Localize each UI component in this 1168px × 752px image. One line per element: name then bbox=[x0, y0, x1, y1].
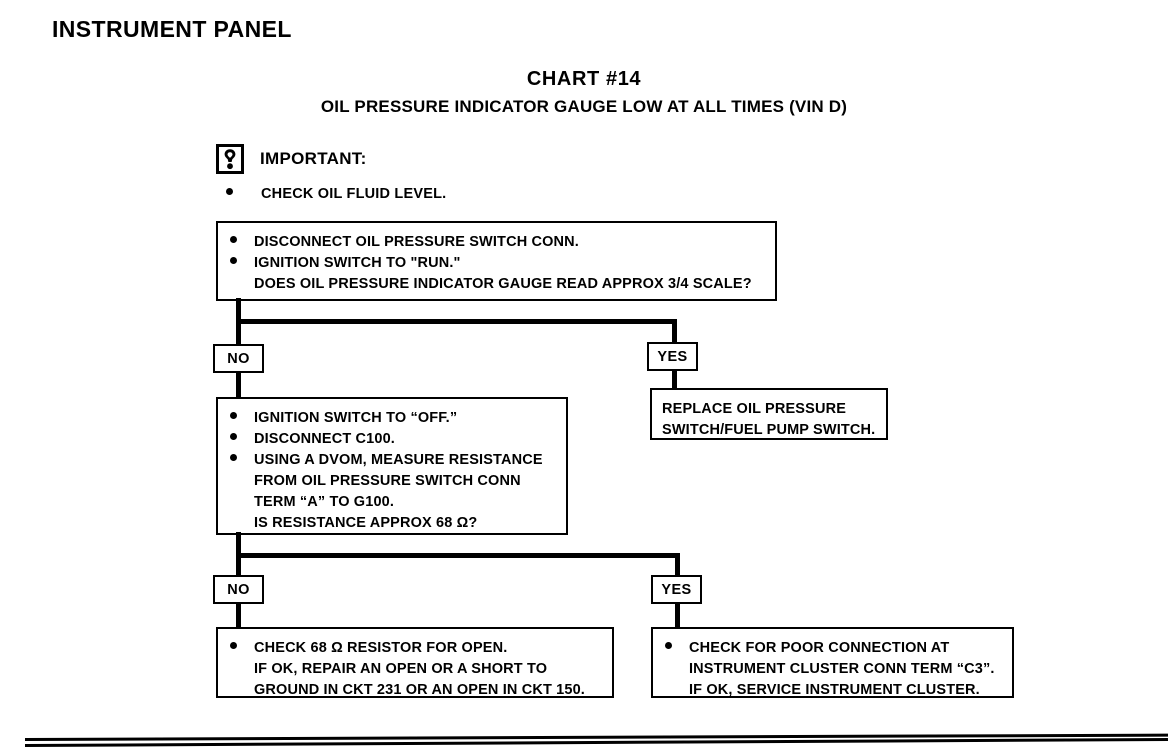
branch-2-no-pill: NO bbox=[213, 575, 264, 604]
bullet-spacer bbox=[230, 687, 237, 694]
result-cluster-connection-box: CHECK FOR POOR CONNECTION AT INSTRUMENT … bbox=[651, 627, 1014, 698]
branch-2-yes-label: YES bbox=[661, 581, 692, 598]
step-1-box: DISCONNECT OIL PRESSURE SWITCH CONN. IGN… bbox=[216, 221, 777, 301]
bullet-spacer bbox=[230, 499, 237, 506]
page-title: INSTRUMENT PANEL bbox=[52, 16, 292, 42]
result-resistor-check-box: CHECK 68 Ω RESISTOR FOR OPEN. IF OK, REP… bbox=[216, 627, 614, 698]
bullet-spacer bbox=[665, 687, 672, 694]
result-resistor-check-text: GROUND IN CKT 231 OR AN OPEN IN CKT 150. bbox=[254, 682, 585, 698]
result-replace-switch-line: REPLACE OIL PRESSURE bbox=[662, 399, 876, 420]
chart-title: CHART #14 bbox=[526, 68, 642, 90]
step-2-box: IGNITION SWITCH TO “OFF.” DISCONNECT C10… bbox=[216, 397, 568, 535]
connector-bus-1 bbox=[236, 319, 677, 324]
bullet-spacer bbox=[665, 666, 672, 673]
bullet-icon bbox=[230, 412, 237, 419]
bullet-icon bbox=[230, 257, 237, 264]
result-resistor-check-line: GROUND IN CKT 231 OR AN OPEN IN CKT 150. bbox=[230, 680, 602, 701]
important-item-text: CHECK OIL FLUID LEVEL. bbox=[261, 186, 447, 202]
result-resistor-check-line: IF OK, REPAIR AN OPEN OR A SHORT TO bbox=[230, 659, 602, 680]
step-2-line: IGNITION SWITCH TO “OFF.” bbox=[230, 408, 556, 429]
step-2-line: DISCONNECT C100. bbox=[230, 429, 556, 450]
result-replace-switch-text: REPLACE OIL PRESSURE bbox=[662, 401, 847, 417]
important-header-row: IMPORTANT: bbox=[216, 144, 446, 174]
connector-no1-top bbox=[236, 319, 241, 347]
bullet-spacer bbox=[230, 281, 237, 288]
step-1-line: IGNITION SWITCH TO "RUN." bbox=[230, 253, 765, 274]
result-replace-switch-text: SWITCH/FUEL PUMP SWITCH. bbox=[662, 422, 876, 438]
bullet-icon bbox=[230, 642, 237, 649]
result-cluster-connection-line: CHECK FOR POOR CONNECTION AT bbox=[665, 638, 1002, 659]
exclamation-in-box-icon bbox=[216, 144, 244, 174]
branch-2-yes-pill: YES bbox=[651, 575, 702, 604]
branch-1-yes-label: YES bbox=[657, 348, 688, 365]
bullet-icon bbox=[230, 433, 237, 440]
connector-no2-top bbox=[236, 553, 241, 581]
step-2-line: IS RESISTANCE APPROX 68 Ω? bbox=[230, 513, 556, 534]
bullet-icon bbox=[230, 454, 237, 461]
chart-subtitle: OIL PRESSURE INDICATOR GAUGE LOW AT ALL … bbox=[320, 97, 848, 116]
branch-1-no-pill: NO bbox=[213, 344, 264, 373]
connector-bus-2 bbox=[236, 553, 680, 558]
bullet-icon bbox=[665, 642, 672, 649]
result-resistor-check-text: IF OK, REPAIR AN OPEN OR A SHORT TO bbox=[254, 661, 548, 677]
step-2-line: USING A DVOM, MEASURE RESISTANCE bbox=[230, 450, 556, 471]
connector-no2-bottom bbox=[236, 602, 241, 629]
step-2-line: FROM OIL PRESSURE SWITCH CONN bbox=[230, 471, 556, 492]
result-cluster-connection-line: INSTRUMENT CLUSTER CONN TERM “C3”. bbox=[665, 659, 1002, 680]
connector-bus2-to-yes bbox=[675, 553, 680, 579]
step-2-line-text: IS RESISTANCE APPROX 68 Ω? bbox=[254, 515, 478, 531]
step-2-line: TERM “A” TO G100. bbox=[230, 492, 556, 513]
result-replace-switch-line: SWITCH/FUEL PUMP SWITCH. bbox=[662, 420, 876, 441]
step-2-line-text: FROM OIL PRESSURE SWITCH CONN bbox=[254, 473, 521, 489]
step-2-line-text: TERM “A” TO G100. bbox=[254, 494, 395, 510]
connector-yes1-bottom bbox=[672, 368, 677, 389]
branch-2-no-label: NO bbox=[227, 581, 250, 598]
step-1-line-text: DISCONNECT OIL PRESSURE SWITCH CONN. bbox=[254, 234, 579, 250]
bullet-icon bbox=[226, 188, 233, 195]
branch-1-yes-pill: YES bbox=[647, 342, 698, 371]
bullet-spacer bbox=[230, 478, 237, 485]
important-label: IMPORTANT: bbox=[260, 149, 367, 168]
bullet-spacer bbox=[230, 520, 237, 527]
step-2-line-text: DISCONNECT C100. bbox=[254, 431, 395, 447]
connector-step2-down bbox=[236, 532, 241, 558]
connector-no1-bottom bbox=[236, 370, 241, 399]
result-cluster-connection-line: IF OK, SERVICE INSTRUMENT CLUSTER. bbox=[665, 680, 1002, 701]
result-resistor-check-text: CHECK 68 Ω RESISTOR FOR OPEN. bbox=[254, 640, 508, 656]
connector-bus1-to-yes bbox=[672, 319, 677, 345]
connector-yes2-bottom bbox=[675, 602, 680, 629]
important-item: CHECK OIL FLUID LEVEL. bbox=[216, 186, 446, 202]
result-replace-switch-box: REPLACE OIL PRESSURE SWITCH/FUEL PUMP SW… bbox=[650, 388, 888, 440]
branch-1-no-label: NO bbox=[227, 350, 250, 367]
result-cluster-connection-text: IF OK, SERVICE INSTRUMENT CLUSTER. bbox=[689, 682, 980, 698]
step-1-line-text: DOES OIL PRESSURE INDICATOR GAUGE READ A… bbox=[254, 276, 752, 292]
bullet-icon bbox=[230, 236, 237, 243]
step-1-line: DOES OIL PRESSURE INDICATOR GAUGE READ A… bbox=[230, 274, 765, 295]
result-cluster-connection-text: INSTRUMENT CLUSTER CONN TERM “C3”. bbox=[689, 661, 995, 677]
result-resistor-check-line: CHECK 68 Ω RESISTOR FOR OPEN. bbox=[230, 638, 602, 659]
bullet-spacer bbox=[230, 666, 237, 673]
step-2-line-text: IGNITION SWITCH TO “OFF.” bbox=[254, 410, 458, 426]
step-1-line: DISCONNECT OIL PRESSURE SWITCH CONN. bbox=[230, 232, 765, 253]
step-2-line-text: USING A DVOM, MEASURE RESISTANCE bbox=[254, 452, 543, 468]
important-notice: IMPORTANT: CHECK OIL FLUID LEVEL. bbox=[216, 144, 446, 202]
connector-step1-down bbox=[236, 298, 241, 324]
step-1-line-text: IGNITION SWITCH TO "RUN." bbox=[254, 255, 461, 271]
result-cluster-connection-text: CHECK FOR POOR CONNECTION AT bbox=[689, 640, 950, 656]
